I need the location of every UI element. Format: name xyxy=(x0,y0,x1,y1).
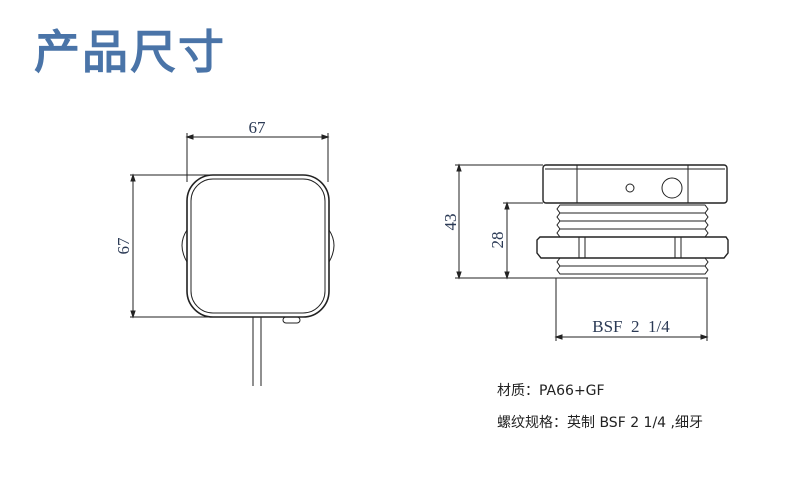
upper-thread xyxy=(556,204,709,238)
page-title: 产品尺寸 xyxy=(34,25,226,79)
side-view xyxy=(455,163,729,341)
total-height-label: 43 xyxy=(441,214,460,231)
vent-knob xyxy=(282,316,301,324)
front-view xyxy=(130,133,335,386)
right-ear xyxy=(328,228,335,264)
front-width-label: 67 xyxy=(249,118,267,137)
thread-spec: 螺纹规格：英制 BSF 2 1/4 ,细牙 xyxy=(497,415,703,431)
cap xyxy=(542,164,728,204)
material-spec: 材质：PA66+GF xyxy=(497,383,605,399)
lower-thread xyxy=(556,257,709,279)
front-height-label: 67 xyxy=(114,237,133,255)
thread-height-label: 28 xyxy=(488,232,507,249)
thread-size-label: BSF 2 1/4 xyxy=(592,317,670,336)
lock-nut xyxy=(536,236,729,259)
left-ear xyxy=(181,228,188,264)
